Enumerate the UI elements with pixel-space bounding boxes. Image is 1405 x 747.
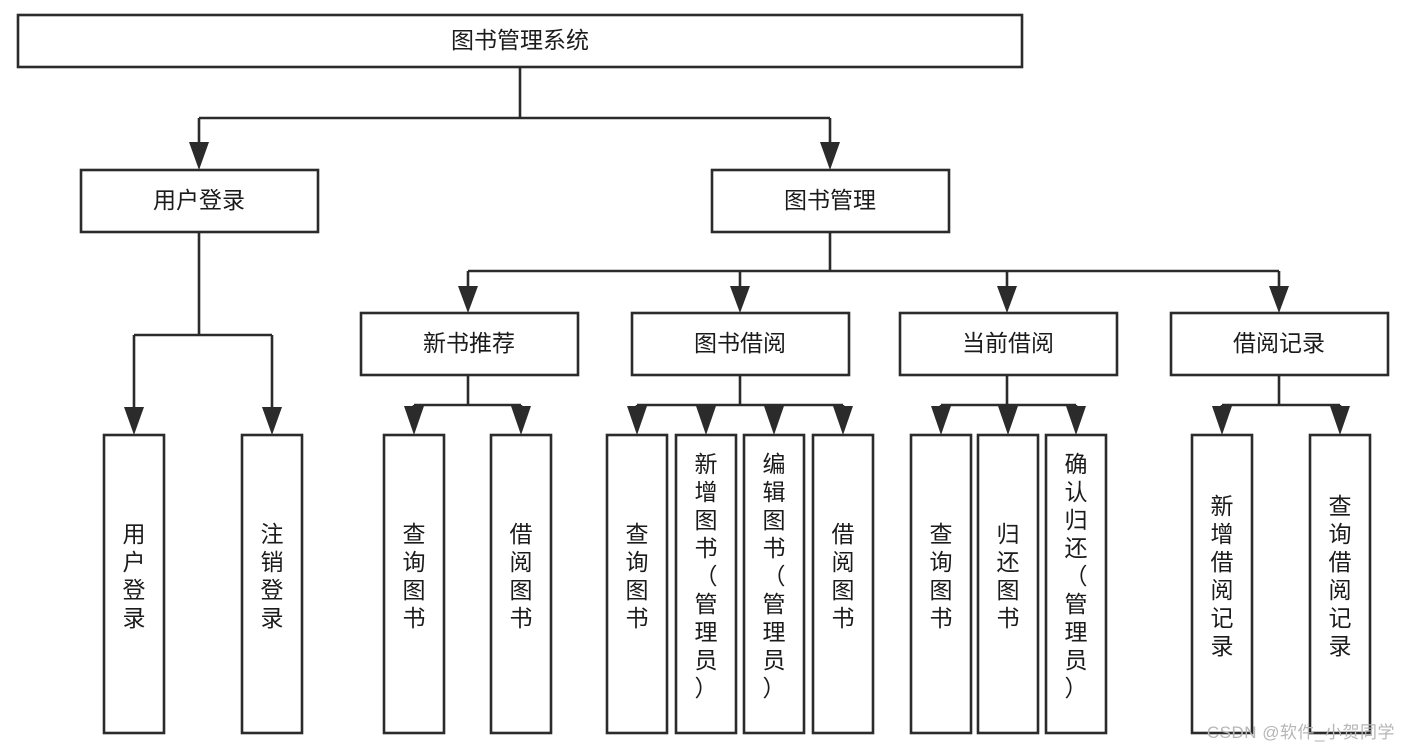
node-leaf-logout-box[interactable]: [240, 433, 304, 735]
node-leaf-query-book-2-box[interactable]: [605, 433, 669, 735]
node-leaf-add-record[interactable]: 新增借阅记录: [1190, 433, 1254, 735]
node-leaf-query-book-3[interactable]: 查询图书: [909, 433, 973, 735]
node-leaf-query-book-1-label: 查询图书: [403, 521, 426, 631]
connector-group-book-manage: [458, 232, 1289, 313]
node-leaf-edit-book-box[interactable]: [742, 433, 806, 735]
arrow-head-leaf-confirm-return: [1066, 406, 1086, 435]
node-leaf-query-record[interactable]: 查询借阅记录: [1308, 433, 1372, 735]
arrow-head-leaf-borrow-book-2: [833, 406, 853, 435]
connector-group-current-borrow: [931, 375, 1086, 435]
node-root[interactable]: 图书管理系统: [16, 13, 1024, 69]
connector-group-root: [189, 67, 840, 170]
node-leaf-user-login-label: 用户登录: [123, 521, 146, 631]
node-leaf-return-book[interactable]: 归还图书: [976, 433, 1040, 735]
node-borrow-record[interactable]: 借阅记录: [1169, 311, 1390, 377]
node-leaf-return-book-box[interactable]: [976, 433, 1040, 735]
arrow-head-leaf-user-login: [124, 407, 144, 435]
node-current-borrow-label: 当前借阅: [962, 330, 1054, 356]
arrow-head-borrow-record: [1269, 286, 1289, 313]
arrow-head-user-login: [189, 142, 209, 170]
node-leaf-add-book[interactable]: 新增图书（管理员）: [674, 433, 738, 735]
arrow-head-book-borrow: [730, 286, 750, 313]
node-leaf-add-record-box[interactable]: [1190, 433, 1254, 735]
node-root-box[interactable]: [16, 13, 1024, 69]
node-leaf-confirm-return-label: 确认归还（管理员）: [1065, 451, 1088, 701]
node-leaf-query-record-box[interactable]: [1308, 433, 1372, 735]
node-leaf-query-book-3-label: 查询图书: [930, 521, 953, 631]
node-borrow-record-label: 借阅记录: [1233, 330, 1325, 356]
arrow-head-leaf-return-book: [998, 406, 1018, 435]
arrow-head-current-borrow: [997, 286, 1017, 313]
arrow-head-leaf-borrow-book-1: [511, 406, 531, 435]
node-leaf-query-book-2-label: 查询图书: [626, 521, 649, 631]
node-leaf-query-book-3-box[interactable]: [909, 433, 973, 735]
arrow-head-leaf-query-book-2: [627, 406, 647, 435]
arrow-head-leaf-add-record: [1212, 406, 1232, 435]
node-leaf-confirm-return-box[interactable]: [1044, 433, 1108, 735]
node-user-login-box[interactable]: [79, 168, 320, 234]
node-leaf-borrow-book-1[interactable]: 借阅图书: [489, 433, 553, 735]
node-leaf-add-book-box[interactable]: [674, 433, 738, 735]
node-new-book-rec-label: 新书推荐: [423, 330, 515, 356]
node-leaf-borrow-book-2-label: 借阅图书: [832, 521, 855, 631]
node-book-manage-box[interactable]: [710, 168, 951, 234]
arrow-head-leaf-query-book-3: [931, 406, 951, 435]
node-leaf-add-book-label: 新增图书（管理员）: [695, 451, 718, 701]
connector-group-book-borrow: [627, 375, 853, 435]
node-new-book-rec[interactable]: 新书推荐: [359, 311, 580, 377]
node-book-manage[interactable]: 图书管理: [710, 168, 951, 234]
node-leaf-query-book-1[interactable]: 查询图书: [382, 433, 446, 735]
node-leaf-borrow-book-1-label: 借阅图书: [510, 521, 533, 631]
node-leaf-edit-book-label: 编辑图书（管理员）: [763, 451, 786, 701]
node-user-login-label: 用户登录: [153, 187, 245, 213]
node-leaf-borrow-book-2-box[interactable]: [811, 433, 875, 735]
connector-group-user-login: [124, 232, 282, 435]
node-book-manage-label: 图书管理: [784, 187, 876, 213]
node-leaf-user-login-box[interactable]: [102, 433, 166, 735]
node-leaf-logout[interactable]: 注销登录: [240, 433, 304, 735]
arrow-head-leaf-query-record: [1330, 406, 1350, 435]
node-leaf-user-login[interactable]: 用户登录: [102, 433, 166, 735]
node-leaf-query-book-2[interactable]: 查询图书: [605, 433, 669, 735]
node-leaf-return-book-label: 归还图书: [997, 521, 1020, 631]
node-leaf-confirm-return[interactable]: 确认归还（管理员）: [1044, 433, 1108, 735]
node-leaf-add-record-label: 新增借阅记录: [1211, 493, 1234, 659]
connector-group-new-book-rec: [404, 375, 531, 435]
connector-group-borrow-record: [1212, 375, 1350, 435]
csdn-watermark: CSDN @软件_小贺同学: [1206, 723, 1395, 742]
arrow-head-leaf-edit-book: [764, 406, 784, 435]
node-leaf-borrow-book-2[interactable]: 借阅图书: [811, 433, 875, 735]
node-new-book-rec-box[interactable]: [359, 311, 580, 377]
arrow-head-leaf-logout: [262, 407, 282, 435]
arrow-head-book-manage: [820, 142, 840, 170]
node-leaf-edit-book[interactable]: 编辑图书（管理员）: [742, 433, 806, 735]
arrow-head-leaf-query-book-1: [404, 406, 424, 435]
node-book-borrow-label: 图书借阅: [694, 330, 786, 356]
node-leaf-query-record-label: 查询借阅记录: [1329, 493, 1352, 659]
node-leaf-logout-label: 注销登录: [261, 521, 284, 631]
node-root-label: 图书管理系统: [451, 27, 589, 53]
node-book-borrow-box[interactable]: [630, 311, 851, 377]
node-book-borrow[interactable]: 图书借阅: [630, 311, 851, 377]
node-leaf-query-book-1-box[interactable]: [382, 433, 446, 735]
node-current-borrow-box[interactable]: [898, 311, 1119, 377]
node-leaf-borrow-book-1-box[interactable]: [489, 433, 553, 735]
arrow-head-new-book-rec: [458, 286, 478, 313]
node-borrow-record-box[interactable]: [1169, 311, 1390, 377]
node-user-login[interactable]: 用户登录: [79, 168, 320, 234]
arrow-head-leaf-add-book: [696, 406, 716, 435]
node-current-borrow[interactable]: 当前借阅: [898, 311, 1119, 377]
